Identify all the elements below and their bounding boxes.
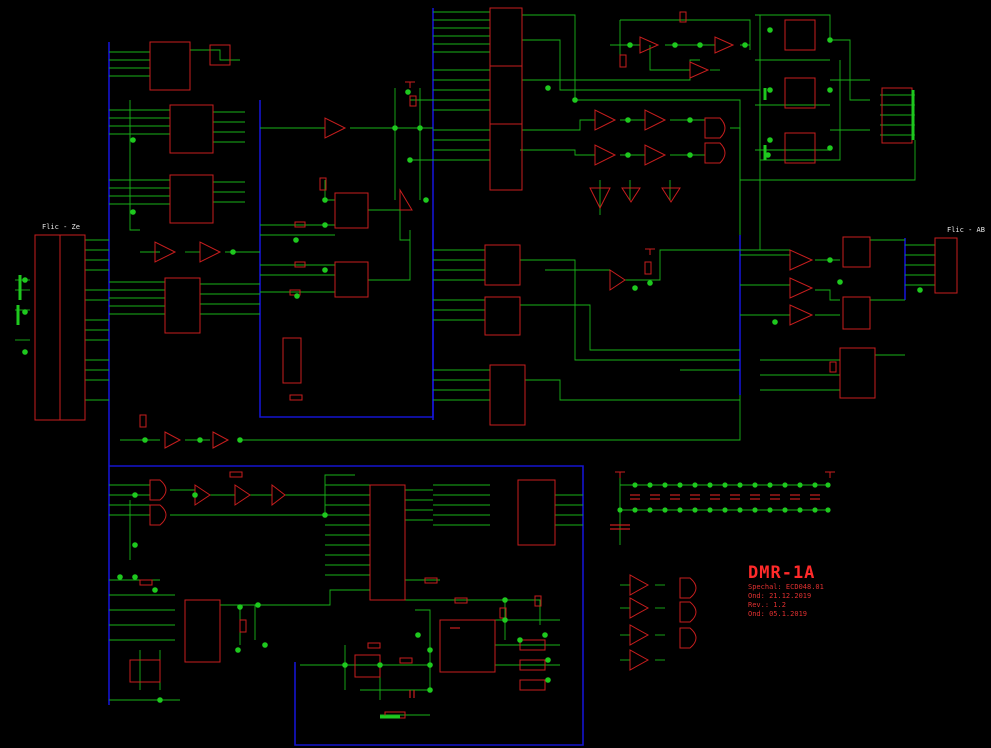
components xyxy=(34,7,958,719)
title: DMR-1A xyxy=(748,563,816,583)
title-line-4: Ond: 05.1.2019 xyxy=(748,610,808,618)
left-connector-label: Flic - Ze xyxy=(42,223,80,231)
bus-frames xyxy=(108,8,906,746)
title-line-3: Rev.: 1.2 xyxy=(748,601,786,609)
junction-dots xyxy=(22,27,923,703)
power-markers xyxy=(405,81,835,478)
title-line-2: Ond: 21.12.2019 xyxy=(748,592,812,600)
pin-headers xyxy=(16,88,915,719)
title-block: DMR-1A Spechal: ECD048.01 Ond: 21.12.201… xyxy=(748,563,824,619)
right-connector-label: Flic - AB xyxy=(947,226,985,234)
capacitor-bank xyxy=(409,494,820,698)
title-line-1: Spechal: ECD048.01 xyxy=(748,583,824,591)
